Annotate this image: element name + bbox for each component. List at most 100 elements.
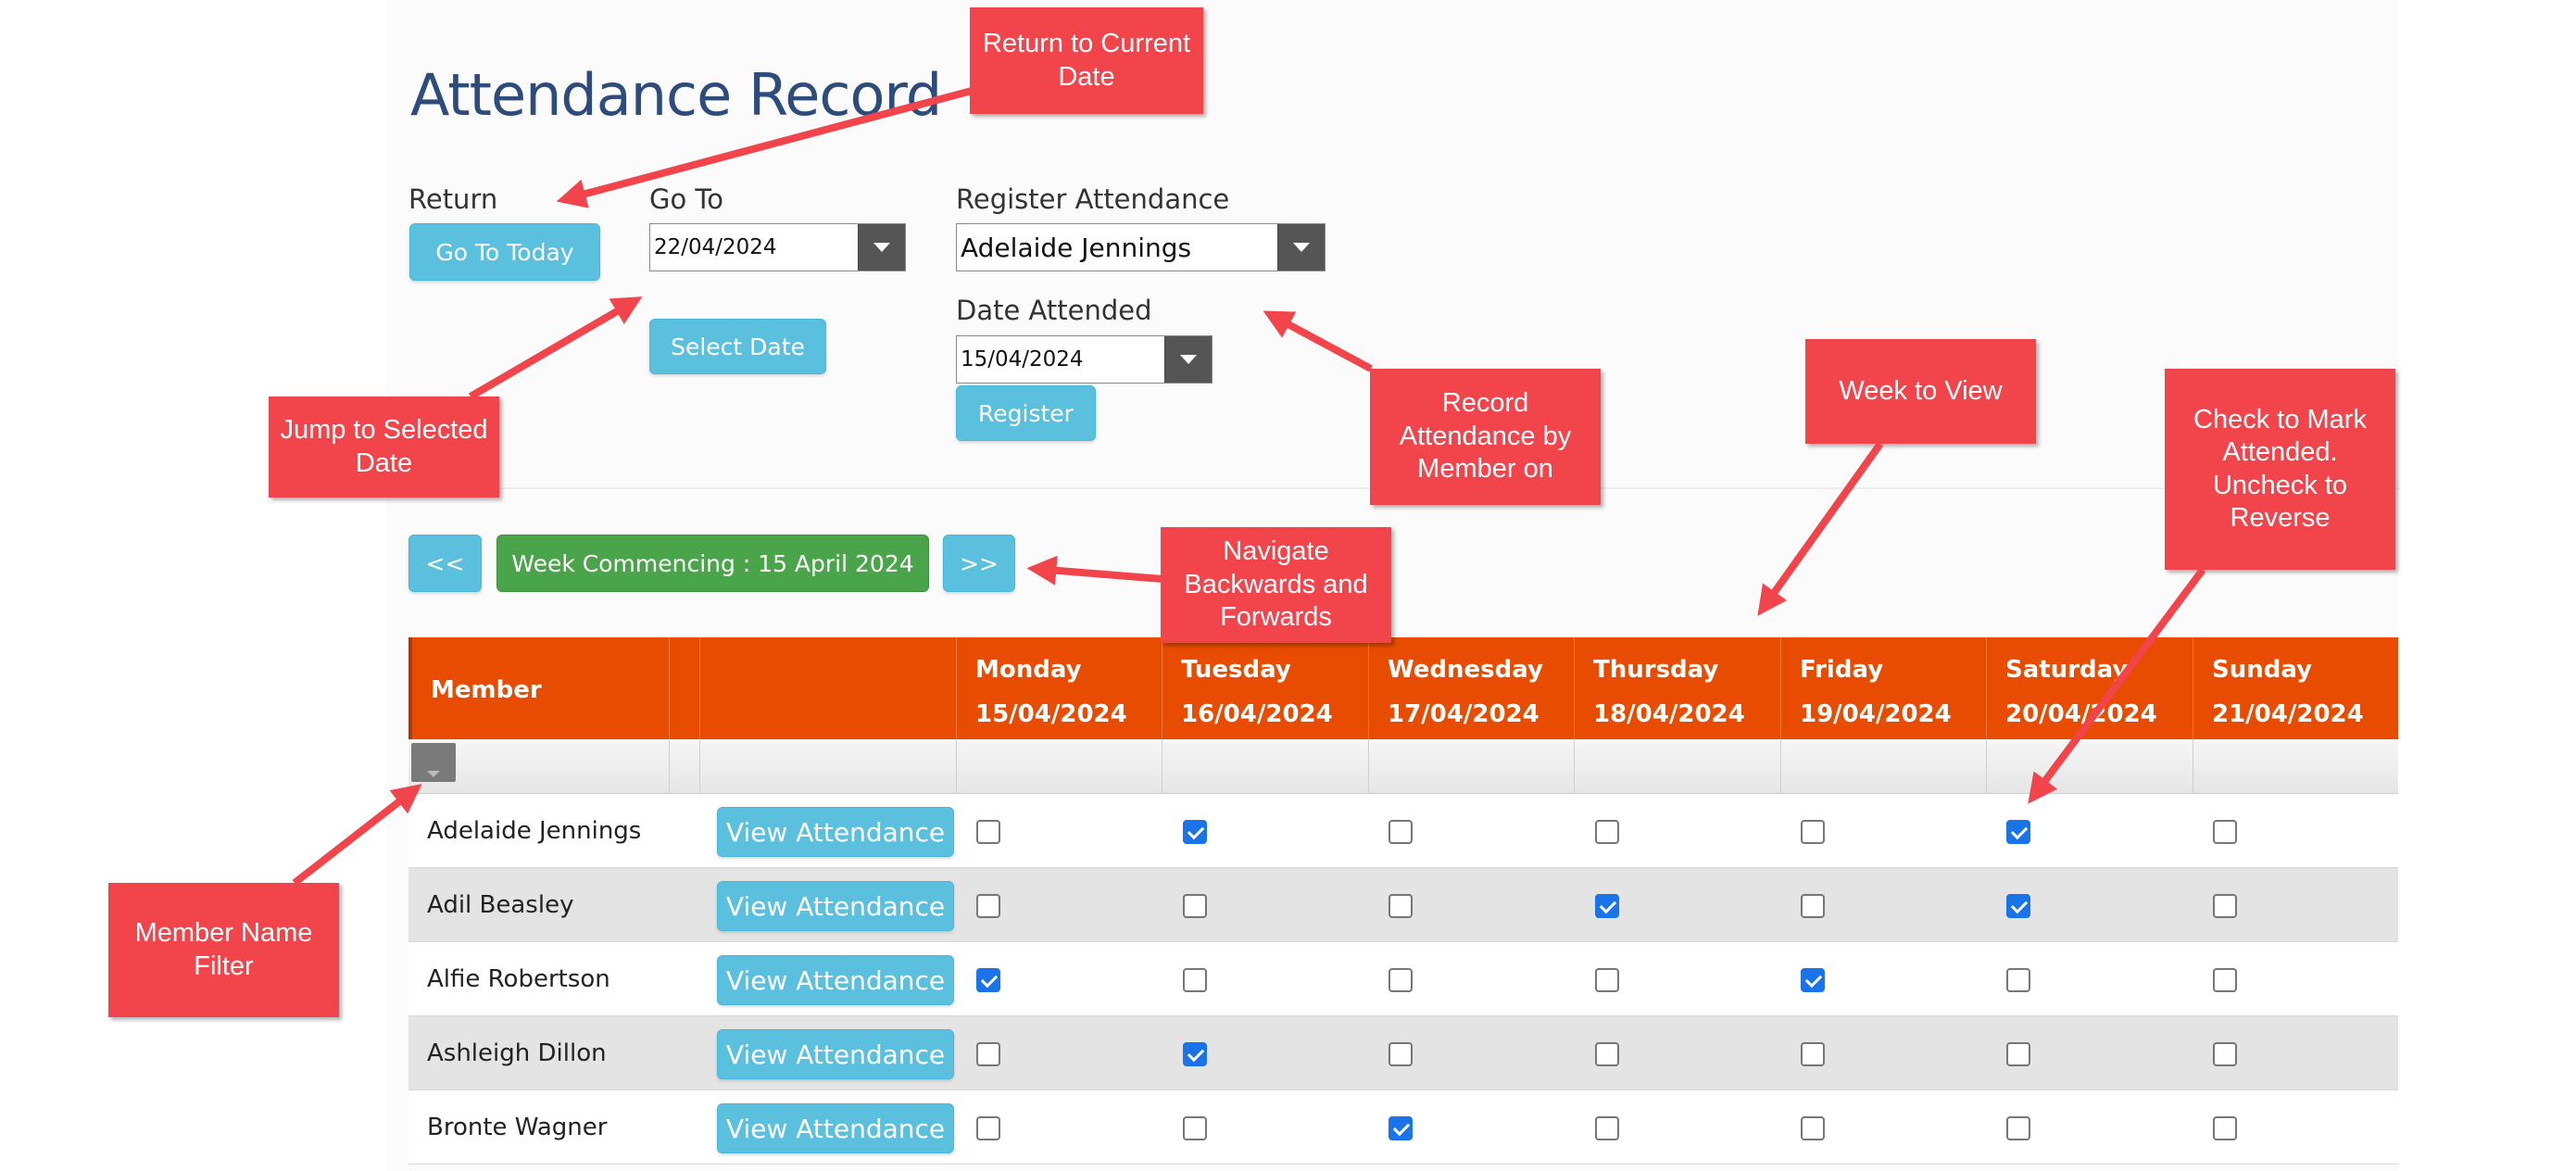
attendance-checkbox-friday[interactable] [1801, 820, 1825, 844]
day-column-header-friday: Friday 19/04/2024 [1781, 637, 1987, 739]
attendance-checkbox-tuesday[interactable] [1183, 1042, 1207, 1066]
callout-return-current-date: Return to Current Date [970, 7, 1203, 114]
register-member-value: Adelaide Jennings [961, 232, 1192, 263]
prev-week-button[interactable]: << [408, 535, 482, 592]
attendance-checkbox-wednesday[interactable] [1389, 894, 1413, 918]
attendance-checkbox-monday[interactable] [976, 820, 1000, 844]
date-attended-value: 15/04/2024 [961, 347, 1084, 371]
filter-cell [670, 739, 700, 793]
go-to-date-picker[interactable]: 22/04/2024 [649, 223, 906, 271]
member-filter-cell [408, 739, 670, 793]
attendance-checkbox-thursday[interactable] [1595, 968, 1619, 992]
day-date: 17/04/2024 [1388, 700, 1539, 728]
next-week-button[interactable]: >> [943, 535, 1015, 592]
register-member-dropdown-arrow[interactable] [1277, 224, 1325, 271]
attendance-checkbox-thursday[interactable] [1595, 1116, 1619, 1140]
member-name: Adelaide Jennings [427, 817, 642, 845]
go-to-date-value: 22/04/2024 [654, 235, 777, 259]
register-button[interactable]: Register [956, 385, 1096, 441]
callout-navigate: Navigate Backwards and Forwards [1161, 527, 1391, 643]
attendance-checkbox-saturday[interactable] [2006, 894, 2030, 918]
attendance-checkbox-tuesday[interactable] [1183, 968, 1207, 992]
date-attended-label: Date Attended [956, 295, 1152, 326]
day-date: 20/04/2024 [2005, 700, 2157, 728]
attendance-checkbox-wednesday[interactable] [1389, 1042, 1413, 1066]
return-label: Return [408, 183, 498, 215]
date-attended-dropdown-arrow[interactable] [1164, 336, 1212, 383]
attendance-checkbox-monday[interactable] [976, 968, 1000, 992]
attendance-checkbox-friday[interactable] [1801, 1116, 1825, 1140]
attendance-checkbox-thursday[interactable] [1595, 1042, 1619, 1066]
day-name: Friday [1800, 656, 1884, 684]
day-date: 19/04/2024 [1800, 700, 1952, 728]
view-attendance-button[interactable]: View Attendance [717, 955, 954, 1005]
member-filter-button[interactable] [411, 743, 456, 782]
chevron-down-icon [873, 243, 890, 252]
filter-icon [427, 771, 440, 777]
select-date-button[interactable]: Select Date [649, 319, 826, 374]
filter-cell [1575, 739, 1781, 793]
date-attended-picker[interactable]: 15/04/2024 [956, 335, 1213, 384]
day-column-header-saturday: Saturday 20/04/2024 [1987, 637, 2193, 739]
filter-cell [1987, 739, 2193, 793]
view-attendance-button[interactable]: View Attendance [717, 881, 954, 931]
attendance-checkbox-monday[interactable] [976, 1116, 1000, 1140]
day-name: Sunday [2212, 656, 2313, 684]
attendance-checkbox-friday[interactable] [1801, 894, 1825, 918]
day-column-header-monday: Monday 15/04/2024 [957, 637, 1162, 739]
filter-cell [1781, 739, 1987, 793]
attendance-checkbox-saturday[interactable] [2006, 1042, 2030, 1066]
attendance-checkbox-saturday[interactable] [2006, 968, 2030, 992]
go-to-dropdown-arrow[interactable] [858, 224, 905, 271]
member-header-label: Member [431, 676, 542, 704]
callout-week-to-view: Week to View [1805, 339, 2036, 444]
callout-jump-selected-date: Jump to Selected Date [269, 397, 499, 497]
member-name: Ashleigh Dillon [427, 1039, 607, 1067]
arrow-jump-selected [468, 296, 643, 400]
view-attendance-button[interactable]: View Attendance [717, 807, 954, 857]
view-attendance-button[interactable]: View Attendance [717, 1029, 954, 1079]
chevron-down-icon [1180, 355, 1197, 364]
attendance-checkbox-tuesday[interactable] [1183, 894, 1207, 918]
attendance-checkbox-friday[interactable] [1801, 968, 1825, 992]
day-date: 15/04/2024 [975, 700, 1127, 728]
attendance-checkbox-tuesday[interactable] [1183, 820, 1207, 844]
attendance-checkbox-sunday[interactable] [2213, 1116, 2237, 1140]
attendance-checkbox-saturday[interactable] [2006, 820, 2030, 844]
attendance-checkbox-wednesday[interactable] [1389, 820, 1413, 844]
view-column-header [700, 637, 957, 739]
attendance-checkbox-saturday[interactable] [2006, 1116, 2030, 1140]
arrow-member-filter [292, 784, 422, 887]
attendance-checkbox-sunday[interactable] [2213, 820, 2237, 844]
attendance-checkbox-thursday[interactable] [1595, 820, 1619, 844]
arrow-check-to-mark [2028, 567, 2206, 804]
register-member-select[interactable]: Adelaide Jennings [956, 223, 1326, 271]
attendance-checkbox-friday[interactable] [1801, 1042, 1825, 1066]
attendance-checkbox-wednesday[interactable] [1389, 1116, 1413, 1140]
week-commencing-label: Week Commencing : 15 April 2024 [496, 535, 929, 592]
attendance-checkbox-wednesday[interactable] [1389, 968, 1413, 992]
filter-cell [1369, 739, 1575, 793]
view-attendance-button[interactable]: View Attendance [717, 1103, 954, 1153]
attendance-checkbox-tuesday[interactable] [1183, 1116, 1207, 1140]
table-row: Adelaide Jennings View Attendance [408, 794, 2398, 868]
attendance-checkbox-monday[interactable] [976, 1042, 1000, 1066]
attendance-checkbox-thursday[interactable] [1595, 894, 1619, 918]
arrow-return-current [556, 87, 974, 208]
day-name: Saturday [2005, 656, 2129, 684]
attendance-checkbox-sunday[interactable] [2213, 894, 2237, 918]
attendance-checkbox-sunday[interactable] [2213, 1042, 2237, 1066]
go-to-today-button[interactable]: Go To Today [409, 223, 600, 281]
page-title: Attendance Record [410, 61, 942, 129]
attendance-checkbox-sunday[interactable] [2213, 968, 2237, 992]
member-column-header[interactable]: Member [408, 637, 670, 739]
callout-check-to-mark: Check to Mark Attended. Uncheck to Rever… [2165, 369, 2395, 570]
attendance-checkbox-monday[interactable] [976, 894, 1000, 918]
day-name: Monday [975, 656, 1082, 684]
